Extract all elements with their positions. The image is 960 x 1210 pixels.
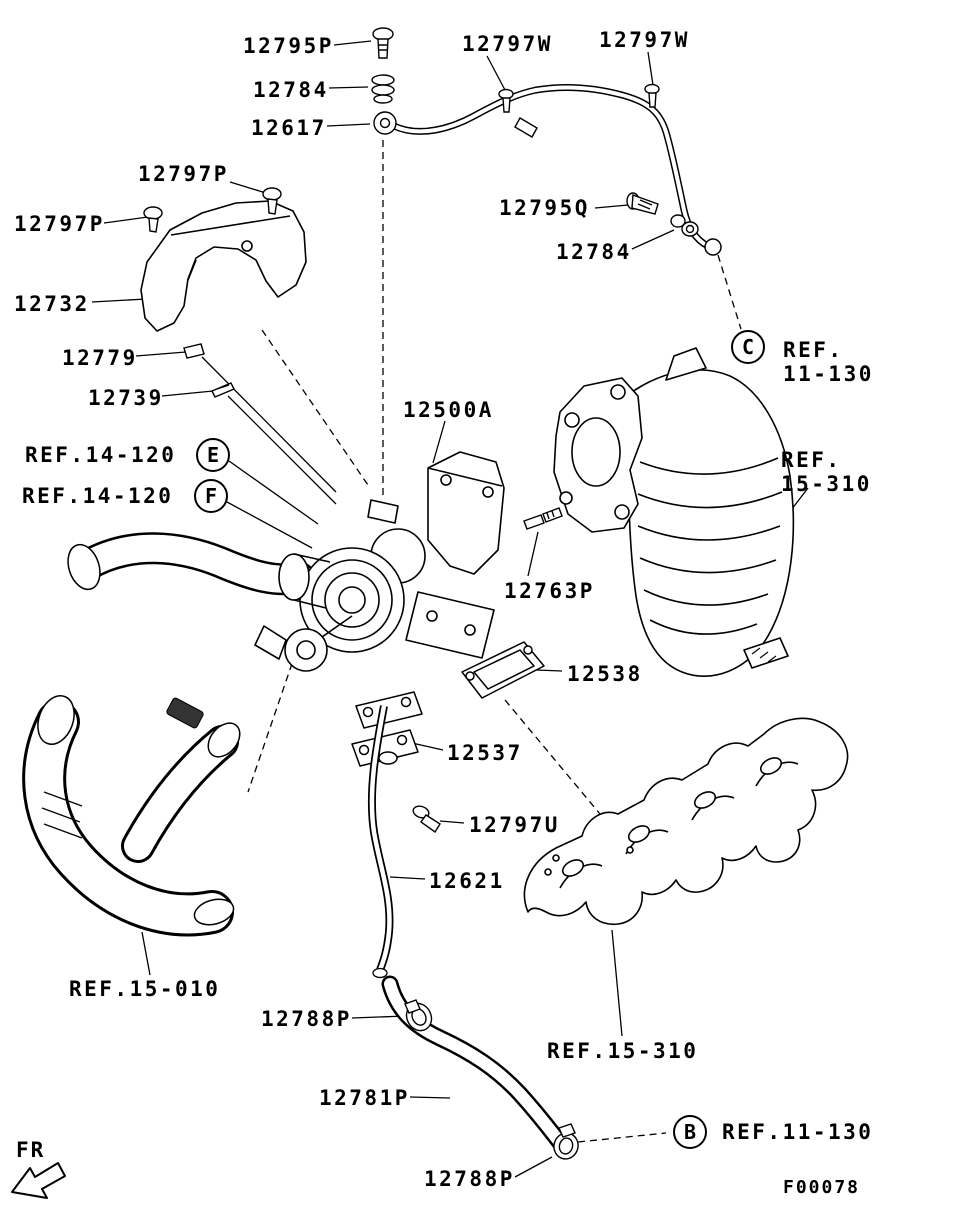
turbocharger-drawing [254, 451, 505, 672]
leader-lines [91, 40, 809, 1178]
part-label-12797P-1: 12797P [138, 162, 229, 186]
callout-circle-b: B [673, 1115, 707, 1149]
part-label-12779: 12779 [62, 346, 138, 370]
ref-label-15-310-bottom: REF.15-310 [547, 1039, 699, 1063]
oil-feed-pipe-drawing [392, 84, 722, 256]
part-label-12797U: 12797U [469, 813, 560, 837]
part-label-12781P: 12781P [319, 1086, 410, 1110]
air-hose-lower-drawing [22, 695, 241, 937]
part-label-12617: 12617 [251, 116, 327, 140]
part-label-12797W-2: 12797W [599, 28, 690, 52]
ref-label-15-310-top-line1: REF. [781, 448, 842, 472]
ref-label-11-130-c: REF. 11-130 [783, 338, 874, 386]
part-label-12739: 12739 [88, 386, 164, 410]
hose-clamp-drawings [404, 999, 579, 1160]
fastener-drawings [143, 27, 699, 834]
part-label-12621: 12621 [429, 869, 505, 893]
part-label-12500A: 12500A [403, 398, 494, 422]
ref-label-15-010: REF.15-010 [69, 977, 221, 1001]
exhaust-manifold-drawing [523, 717, 849, 926]
assembly-dashed-lines [247, 140, 742, 1143]
oil-return-pipe-drawing [367, 705, 394, 979]
callout-circle-f: F [194, 479, 228, 513]
part-label-12795P: 12795P [243, 34, 334, 58]
ref-label-11-130-c-line1: REF. [783, 338, 844, 362]
ref-label-11-130-c-line2: 11-130 [783, 362, 874, 386]
part-label-12797W-1: 12797W [462, 32, 553, 56]
part-label-12732: 12732 [14, 292, 90, 316]
air-hose-upper-drawing [67, 532, 316, 596]
callout-circle-e: E [196, 438, 230, 472]
ref-label-14-120-e: REF.14-120 [25, 443, 177, 467]
heat-shield-drawing [140, 200, 307, 332]
part-label-12763P: 12763P [504, 579, 595, 603]
part-label-12797P-2: 12797P [14, 212, 105, 236]
part-label-12795Q: 12795Q [499, 196, 590, 220]
ref-label-14-120-f: REF.14-120 [22, 484, 174, 508]
part-label-12788P-2: 12788P [424, 1167, 515, 1191]
part-label-12788P-1: 12788P [261, 1007, 352, 1031]
part-label-12784-2: 12784 [556, 240, 632, 264]
callout-circle-c: C [731, 330, 765, 364]
gasket-12537-drawing [351, 691, 423, 767]
ref-label-11-130-b: REF.11-130 [722, 1120, 874, 1144]
catalytic-converter-drawing [553, 347, 795, 677]
part-label-12537: 12537 [447, 741, 523, 765]
part-label-12538: 12538 [567, 662, 643, 686]
drawing-code: F00078 [783, 1177, 861, 1198]
fr-arrow-icon [11, 1162, 66, 1199]
front-direction-label: FR [16, 1138, 46, 1162]
ref-label-15-310-top: REF. 15-310 [781, 448, 872, 496]
ref-label-15-310-top-line2: 15-310 [781, 472, 872, 496]
gasket-12538-drawing [461, 641, 545, 699]
part-label-12784-1: 12784 [253, 78, 329, 102]
